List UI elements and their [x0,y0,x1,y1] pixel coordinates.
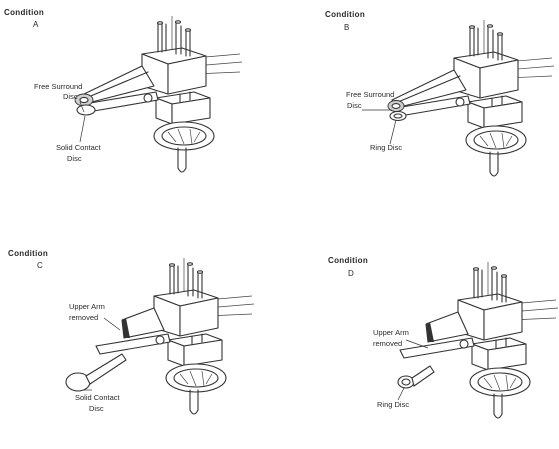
condition-title-c: Condition [8,249,48,258]
label-solid-contact-c-line2: Disc [89,404,104,413]
label-free-surround-a-line2: Disc [63,92,78,101]
panel-d: Condition D Upper Arm removed Ring Disc [328,256,558,418]
condition-letter-d: D [348,269,354,278]
label-upper-arm-d-line2: removed [373,339,402,348]
condition-letter-c: C [37,261,43,270]
panel-c: Condition C Upper Arm removed Solid Cont… [8,249,254,414]
apparatus-b [388,20,554,176]
solid-contact-disc-a [77,105,95,115]
panel-b: Condition B Free Surround Disc Ring Disc [325,10,554,176]
condition-title-b: Condition [325,10,365,19]
apparatus-c [66,258,254,414]
label-free-surround-b-line2: Disc [347,101,362,110]
condition-title-a: Condition [4,8,44,17]
label-upper-arm-d-line1: Upper Arm [373,328,409,337]
label-free-surround-b-line1: Free Surround [346,90,394,99]
apparatus-d [398,262,558,418]
label-free-surround-a-line1: Free Surround [34,82,82,91]
condition-title-d: Condition [328,256,368,265]
label-upper-arm-c-line1: Upper Arm [69,302,105,311]
panel-a: Condition A Free Surround Disc Solid Con… [4,8,242,172]
condition-letter-b: B [344,23,349,32]
label-ring-disc-d: Ring Disc [377,400,409,409]
label-solid-contact-c-line1: Solid Contact [75,393,121,402]
label-solid-contact-a-line2: Disc [67,154,82,163]
label-upper-arm-c-line2: removed [69,313,98,322]
label-solid-contact-a-line1: Solid Contact [56,143,102,152]
label-ring-disc-b: Ring Disc [370,143,402,152]
condition-letter-a: A [33,20,39,29]
